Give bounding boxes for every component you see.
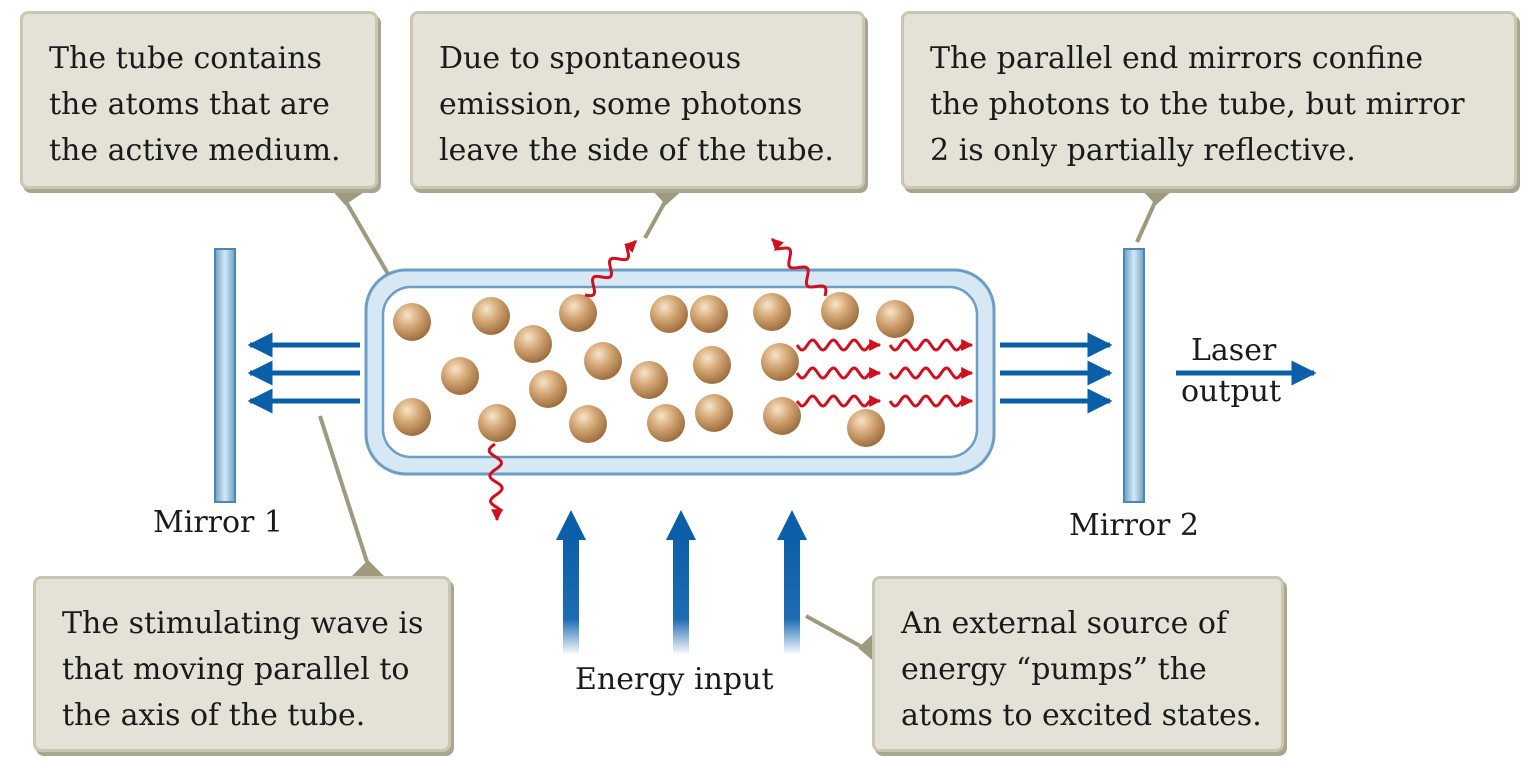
atom [441,357,479,395]
leader-line-pump [805,614,865,650]
atoms [393,292,914,447]
callout-pump-line-3: atoms to excited states. [901,698,1262,733]
laser-output-label-line-1: Laser [1191,333,1277,368]
atom [821,292,859,330]
callout-stimulating-line-2: that moving parallel to [62,652,410,687]
laser-output-label-line-2: output [1181,374,1282,409]
wave-to-mirror-2-arrows [1000,332,1113,414]
leader-line-stimulating [318,415,370,566]
callout-stimulating-wave: The stimulating wave is that moving para… [33,576,451,752]
atom [761,343,799,381]
spontaneous-photon-arrow [770,237,828,297]
atom [650,295,688,333]
callout-end-mirrors: The parallel end mirrors confine the pho… [901,11,1517,189]
atom [690,295,728,333]
leader-tip-stimulating [350,560,386,578]
atom [647,404,685,442]
stimulated-photon-arrow [795,366,882,380]
spontaneous-photon-arrow [584,239,638,298]
pump-arrow-1-head [556,510,586,540]
atom [695,394,733,432]
callout-spontaneous-line-3: leave the side of the tube. [439,133,834,168]
leader-line-mirrors [1135,199,1158,243]
leader-tip-spontaneous [650,188,685,205]
callout-pump-line-2: energy “pumps” the [901,652,1207,687]
energy-input-label: Energy input [575,662,774,697]
atom [584,342,622,380]
leader-tip-mirrors [1140,188,1175,205]
reflected-wave-arrows [247,332,360,414]
atom [753,293,791,331]
mirror-2-label: Mirror 2 [1069,508,1200,543]
callout-mirrors-line-1: The parallel end mirrors confine [930,41,1424,76]
atom [876,300,914,338]
atom [514,325,552,363]
stimulated-photon-arrow [795,338,882,352]
atom [472,297,510,335]
callout-tube: The tube contains the atoms that are the… [20,11,378,189]
pump-arrow-2-shaft [673,535,689,655]
callout-spontaneous-line-1: Due to spontaneous [439,41,742,76]
pump-arrow-3-head [777,510,807,540]
spontaneous-photon-arrow [487,442,504,522]
callout-tube-line-3: the active medium. [49,133,341,168]
photon-arrows [487,237,974,522]
callout-mirrors-line-3: 2 is only partially reflective. [930,133,1356,168]
callout-spontaneous-emission: Due to spontaneous emission, some photon… [410,11,865,189]
leader-line-spontaneous [643,199,668,239]
leader-tip-tube [330,188,370,205]
atom [478,404,516,442]
callout-mirrors-line-2: the photons to the tube, but mirror [930,87,1465,122]
atom [630,361,668,399]
callout-tube-line-1: The tube contains [49,41,322,76]
pump-arrow-1-shaft [563,535,579,655]
atom [693,346,731,384]
callout-stimulating-line-3: the axis of the tube. [62,698,366,733]
pump-arrow-2-head [666,510,696,540]
atom [393,303,431,341]
stimulated-photon-arrow [795,394,882,408]
mirror-1 [214,248,236,503]
callout-spontaneous-line-2: emission, some photons [439,87,803,122]
callout-pump-line-1: An external source of [901,606,1228,641]
callout-stimulating-line-1: The stimulating wave is [62,606,424,641]
callout-tube-line-2: the atoms that are [49,87,330,122]
mirror-2 [1123,248,1145,503]
atom [559,294,597,332]
atom [763,397,801,435]
stimulated-photon-arrow [888,366,974,380]
stimulated-photon-arrow [888,338,974,352]
atom [569,405,607,443]
energy-pump-arrows [556,510,807,655]
atom [393,398,431,436]
callout-energy-pump: An external source of energy “pumps” the… [872,576,1284,752]
mirror-1-label: Mirror 1 [153,505,284,540]
atom [529,370,567,408]
pump-arrow-3-shaft [784,535,800,655]
atom [847,409,885,447]
stimulated-photon-arrow [888,394,974,408]
